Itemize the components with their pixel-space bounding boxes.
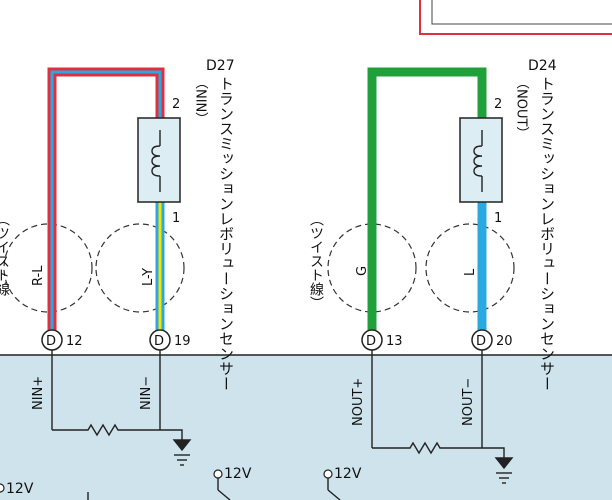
signal-nin-minus: NIN− bbox=[139, 376, 154, 410]
wire-g bbox=[367, 67, 487, 330]
wire-rl-core bbox=[50, 70, 162, 330]
sensor-d27-coil bbox=[151, 130, 161, 192]
voltage-label-1: 12V bbox=[6, 481, 34, 497]
sensor-d27: 2 1 bbox=[137, 97, 181, 226]
sensor-d24-coil bbox=[473, 130, 483, 192]
connector-d20-letter: D bbox=[476, 334, 486, 349]
connector-d20: D 20 bbox=[471, 329, 513, 351]
connector-d19-letter: D bbox=[154, 334, 164, 349]
connector-d12: D 12 bbox=[41, 329, 83, 351]
reference-box-frame bbox=[419, 0, 612, 35]
sensor-d24-pin-top: 2 bbox=[494, 97, 502, 112]
sensor-d24: 2 1 bbox=[459, 97, 503, 226]
connector-d12-letter: D bbox=[46, 334, 56, 349]
connector-d19-pin: 19 bbox=[174, 334, 191, 349]
reference-box-inner bbox=[431, 0, 612, 25]
sensor-d27-signal: （NIN） bbox=[193, 76, 209, 125]
sensor-d24-name: トランスミッションレボリューションセンサー bbox=[538, 76, 556, 391]
twist-circle-ly bbox=[95, 223, 185, 313]
ecu-internal-wiring bbox=[51, 350, 514, 500]
twist-circle-g bbox=[327, 223, 417, 313]
twist-label-left: （ツイスト線 bbox=[0, 212, 10, 296]
connector-d20-pin: 20 bbox=[496, 334, 513, 349]
connector-d12-pin: 12 bbox=[66, 334, 83, 349]
twist-label: （ツイスト線） bbox=[308, 212, 324, 310]
twist-circle-rl bbox=[3, 223, 93, 313]
signal-nin-plus: NIN+ bbox=[31, 376, 46, 410]
connector-d13: D 13 bbox=[361, 329, 403, 351]
sensor-d27-code: D27 bbox=[206, 58, 235, 74]
vcc-marker-3 bbox=[323, 469, 333, 479]
sensor-d24-pin-bottom: 1 bbox=[494, 211, 502, 226]
sensor-d27-name: トランスミッションレボリューションセンサー bbox=[217, 76, 235, 391]
sensor-d24-code: D24 bbox=[528, 58, 557, 74]
signal-nout-minus: NOUT− bbox=[461, 378, 476, 426]
sensor-d27-pin-bottom: 1 bbox=[172, 211, 180, 226]
sensor-d27-pin-top: 2 bbox=[172, 97, 180, 112]
wire-label-ly: L-Y bbox=[141, 268, 156, 286]
voltage-label-2: 12V bbox=[224, 466, 252, 482]
wire-label-l: L bbox=[463, 268, 478, 276]
signal-nout-plus: NOUT+ bbox=[351, 378, 366, 426]
sensor-d24-signal: （NOUT） bbox=[514, 76, 530, 139]
twist-circle-l bbox=[425, 223, 515, 313]
connector-d19: D 19 bbox=[149, 329, 191, 351]
connector-d13-pin: 13 bbox=[386, 334, 403, 349]
vcc-marker-1 bbox=[0, 483, 5, 493]
connector-d13-letter: D bbox=[366, 334, 376, 349]
wire-label-g: G bbox=[355, 266, 370, 276]
wire-label-rl: R-L bbox=[31, 265, 46, 286]
voltage-label-3: 12V bbox=[334, 466, 362, 482]
vcc-marker-2 bbox=[213, 469, 223, 479]
